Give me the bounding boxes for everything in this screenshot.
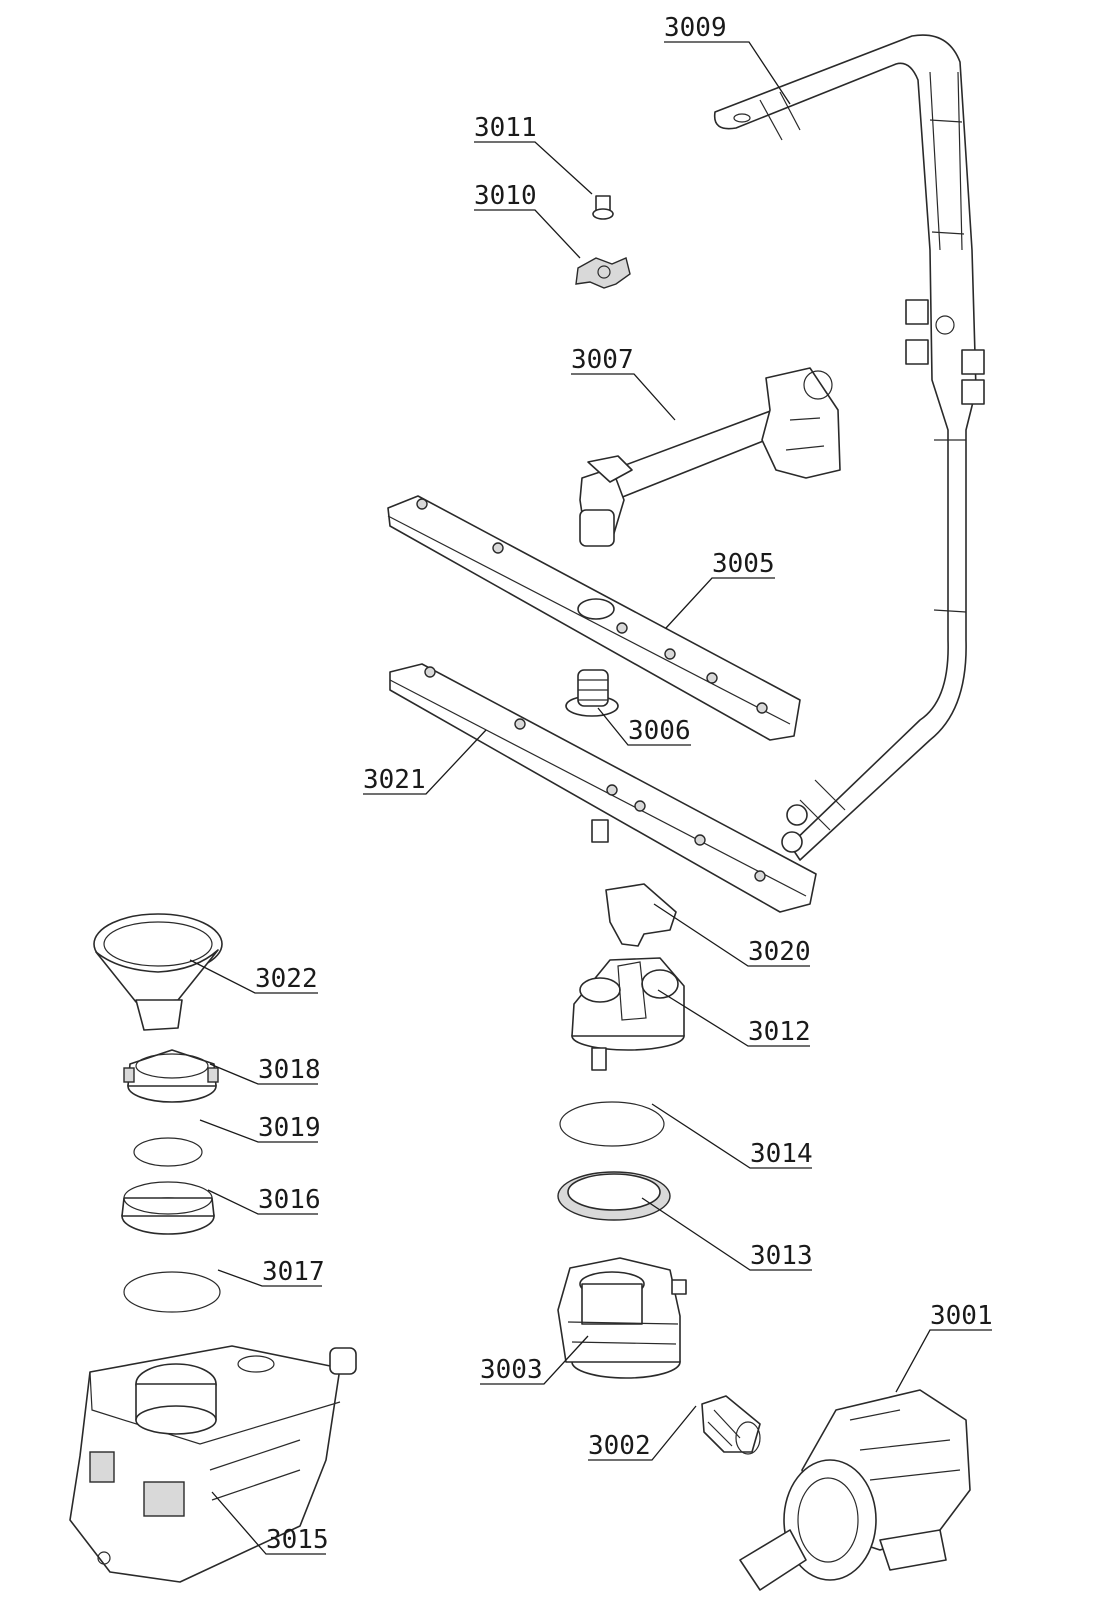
callout-3017: 3017 <box>262 1257 325 1287</box>
callout-3022: 3022 <box>255 964 318 994</box>
callout-3014: 3014 <box>750 1139 813 1169</box>
leader-3005 <box>665 577 775 629</box>
callout-3018: 3018 <box>258 1055 321 1085</box>
leader-lines <box>189 41 992 1555</box>
part-3014-o-ring <box>559 1101 665 1147</box>
part-3018-housing-nut <box>123 1049 219 1103</box>
leader-3016 <box>207 1189 318 1215</box>
leader-3002 <box>588 1405 697 1461</box>
leader-3021 <box>363 729 487 795</box>
leader-3007 <box>571 373 676 421</box>
part-3019-o-ring <box>133 1137 203 1167</box>
part-3021-lower-spray-arm <box>389 663 817 913</box>
part-3005-spray-arm <box>387 495 801 741</box>
callout-3003: 3003 <box>480 1355 543 1385</box>
leader-3015 <box>211 1491 326 1555</box>
leader-3013 <box>641 1197 812 1271</box>
callout-3005: 3005 <box>712 549 775 579</box>
callout-3012: 3012 <box>748 1017 811 1047</box>
callout-3011: 3011 <box>474 113 537 143</box>
part-3006-nut <box>565 669 619 717</box>
part-3009-supply-pipe <box>713 34 985 861</box>
leader-3019 <box>199 1119 318 1143</box>
leader-3012 <box>657 989 810 1047</box>
callout-3001: 3001 <box>930 1301 993 1331</box>
callout-3009: 3009 <box>664 13 727 43</box>
callout-3013: 3013 <box>750 1241 813 1271</box>
part-3016-ring-nut <box>121 1181 215 1235</box>
part-3020-cap <box>605 883 677 947</box>
part-3015-sump <box>69 1345 357 1583</box>
leader-3001 <box>895 1329 992 1393</box>
leader-3022 <box>189 959 318 994</box>
callout-3019: 3019 <box>258 1113 321 1143</box>
part-3001-pump-motor <box>739 1389 971 1591</box>
part-3022-filter <box>93 913 223 1031</box>
part-3010-impeller <box>575 257 631 289</box>
leader-3006 <box>597 707 691 746</box>
part-3011-screw <box>592 195 614 220</box>
part-3012-distributor <box>571 957 685 1071</box>
leader-3009 <box>664 41 791 105</box>
part-3007-upper-spray-arm <box>579 367 841 547</box>
callout-3021: 3021 <box>363 765 426 795</box>
callout-3020: 3020 <box>748 937 811 967</box>
leader-3017 <box>217 1269 322 1287</box>
callout-3006: 3006 <box>628 716 691 746</box>
leader-3014 <box>651 1103 812 1169</box>
leader-3020 <box>653 903 810 967</box>
callout-3015: 3015 <box>266 1525 329 1555</box>
part-3013-ring <box>557 1171 671 1221</box>
part-3002-hose-connector <box>701 1395 761 1455</box>
callout-3016: 3016 <box>258 1185 321 1215</box>
part-3003-pump-housing <box>557 1257 687 1379</box>
leader-3010 <box>474 209 581 259</box>
leader-3003 <box>480 1335 589 1385</box>
leader-3011 <box>474 141 593 195</box>
callout-labels: 3009 3011 3010 3007 3005 3006 3021 3020 … <box>255 13 993 1555</box>
part-3017-seal <box>123 1271 221 1313</box>
callout-3007: 3007 <box>571 345 634 375</box>
leader-3018 <box>209 1063 318 1085</box>
callout-3010: 3010 <box>474 181 537 211</box>
callout-3002: 3002 <box>588 1431 651 1461</box>
